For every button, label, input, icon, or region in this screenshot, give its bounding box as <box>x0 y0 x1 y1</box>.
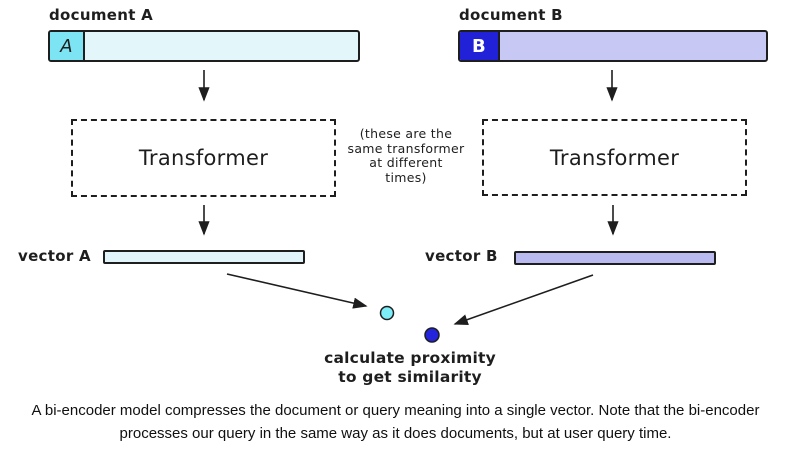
note-line: at different <box>369 155 443 170</box>
vector-b-label: vector B <box>425 247 498 265</box>
proximity-line: calculate proximity <box>324 349 496 367</box>
note-line: (these are the <box>359 126 453 141</box>
same-transformer-note: (these are the same transformer at diffe… <box>340 126 472 185</box>
document-a-token: A <box>50 32 85 60</box>
note-line: times) <box>385 169 427 185</box>
document-a-bar: A <box>48 30 360 62</box>
transformer-box-left: Transformer <box>71 119 336 197</box>
document-b-token: B <box>460 32 500 60</box>
proximity-note: calculate proximity to get similarity <box>318 349 502 387</box>
arrow-vector-a-to-point <box>226 273 368 309</box>
vector-a-bar <box>103 250 305 264</box>
vector-b-bar <box>514 251 716 265</box>
embedding-point-b <box>424 327 440 343</box>
proximity-line: to get similarity <box>338 368 482 386</box>
figure-caption: A bi-encoder model compresses the docume… <box>0 400 791 445</box>
arrow-vector-b-to-point <box>453 274 594 325</box>
document-b-bar: B <box>458 30 768 62</box>
transformer-box-right: Transformer <box>482 119 747 196</box>
note-line: same transformer <box>347 140 465 156</box>
document-a-label: document A <box>49 6 154 24</box>
caption-line-1: A bi-encoder model compresses the docume… <box>31 402 760 419</box>
transformer-right-label: Transformer <box>549 145 680 170</box>
embedding-point-a <box>379 305 395 321</box>
caption-line-2: processes our query in the same way as i… <box>119 424 672 442</box>
document-b-label: document B <box>459 6 563 24</box>
transformer-left-label: Transformer <box>138 146 269 170</box>
vector-a-label: vector A <box>18 247 91 265</box>
